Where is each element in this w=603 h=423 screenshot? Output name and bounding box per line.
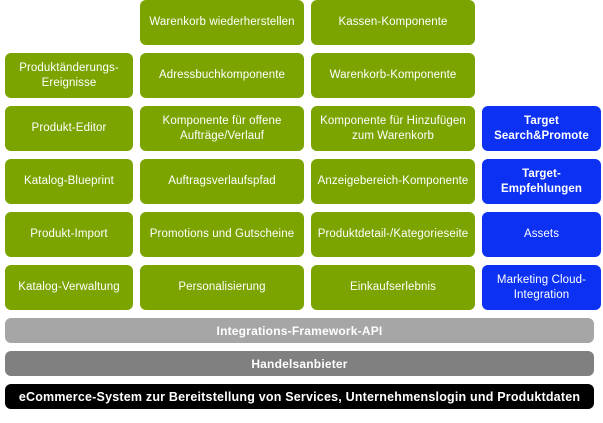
component-box[interactable]: Adressbuchkomponente xyxy=(140,53,304,98)
component-box[interactable]: Komponente für offene Aufträge/Verlauf xyxy=(140,106,304,151)
component-box[interactable]: Assets xyxy=(482,212,601,257)
component-box[interactable]: Produktänderungs-Ereignisse xyxy=(5,53,133,98)
component-box[interactable]: Target-Empfehlungen xyxy=(482,159,601,204)
component-box[interactable]: Anzeigebereich-Komponente xyxy=(311,159,475,204)
component-box[interactable]: Personalisierung xyxy=(140,265,304,310)
foundation-bar[interactable]: Integrations-Framework-API xyxy=(5,318,594,343)
foundation-bars: Integrations-Framework-API Handelsanbiete… xyxy=(5,310,594,409)
component-box[interactable]: Target Search&Promote xyxy=(482,106,601,151)
grid-cell-empty xyxy=(482,0,601,45)
component-box[interactable]: Promotions und Gutscheine xyxy=(140,212,304,257)
component-box[interactable]: Auftragsverlaufspfad xyxy=(140,159,304,204)
grid-cell-empty xyxy=(482,53,601,98)
component-box[interactable]: Marketing Cloud-Integration xyxy=(482,265,601,310)
component-box[interactable]: Produkt-Import xyxy=(5,212,133,257)
component-box[interactable]: Warenkorb wiederherstellen xyxy=(140,0,304,45)
component-box[interactable]: Produktdetail-/Kategorieseite xyxy=(311,212,475,257)
foundation-bar[interactable]: Handelsanbieter xyxy=(5,351,594,376)
component-box[interactable]: Produkt-Editor xyxy=(5,106,133,151)
component-box[interactable]: Komponente für Hinzufügen zum Warenkorb xyxy=(311,106,475,151)
foundation-bar[interactable]: eCommerce-System zur Bereitstellung von … xyxy=(5,384,594,409)
component-box[interactable]: Einkaufserlebnis xyxy=(311,265,475,310)
grid-cell-empty xyxy=(5,0,133,45)
component-box[interactable]: Katalog-Blueprint xyxy=(5,159,133,204)
component-box[interactable]: Warenkorb-Komponente xyxy=(311,53,475,98)
component-box[interactable]: Katalog-Verwaltung xyxy=(5,265,133,310)
component-box[interactable]: Kassen-Komponente xyxy=(311,0,475,45)
